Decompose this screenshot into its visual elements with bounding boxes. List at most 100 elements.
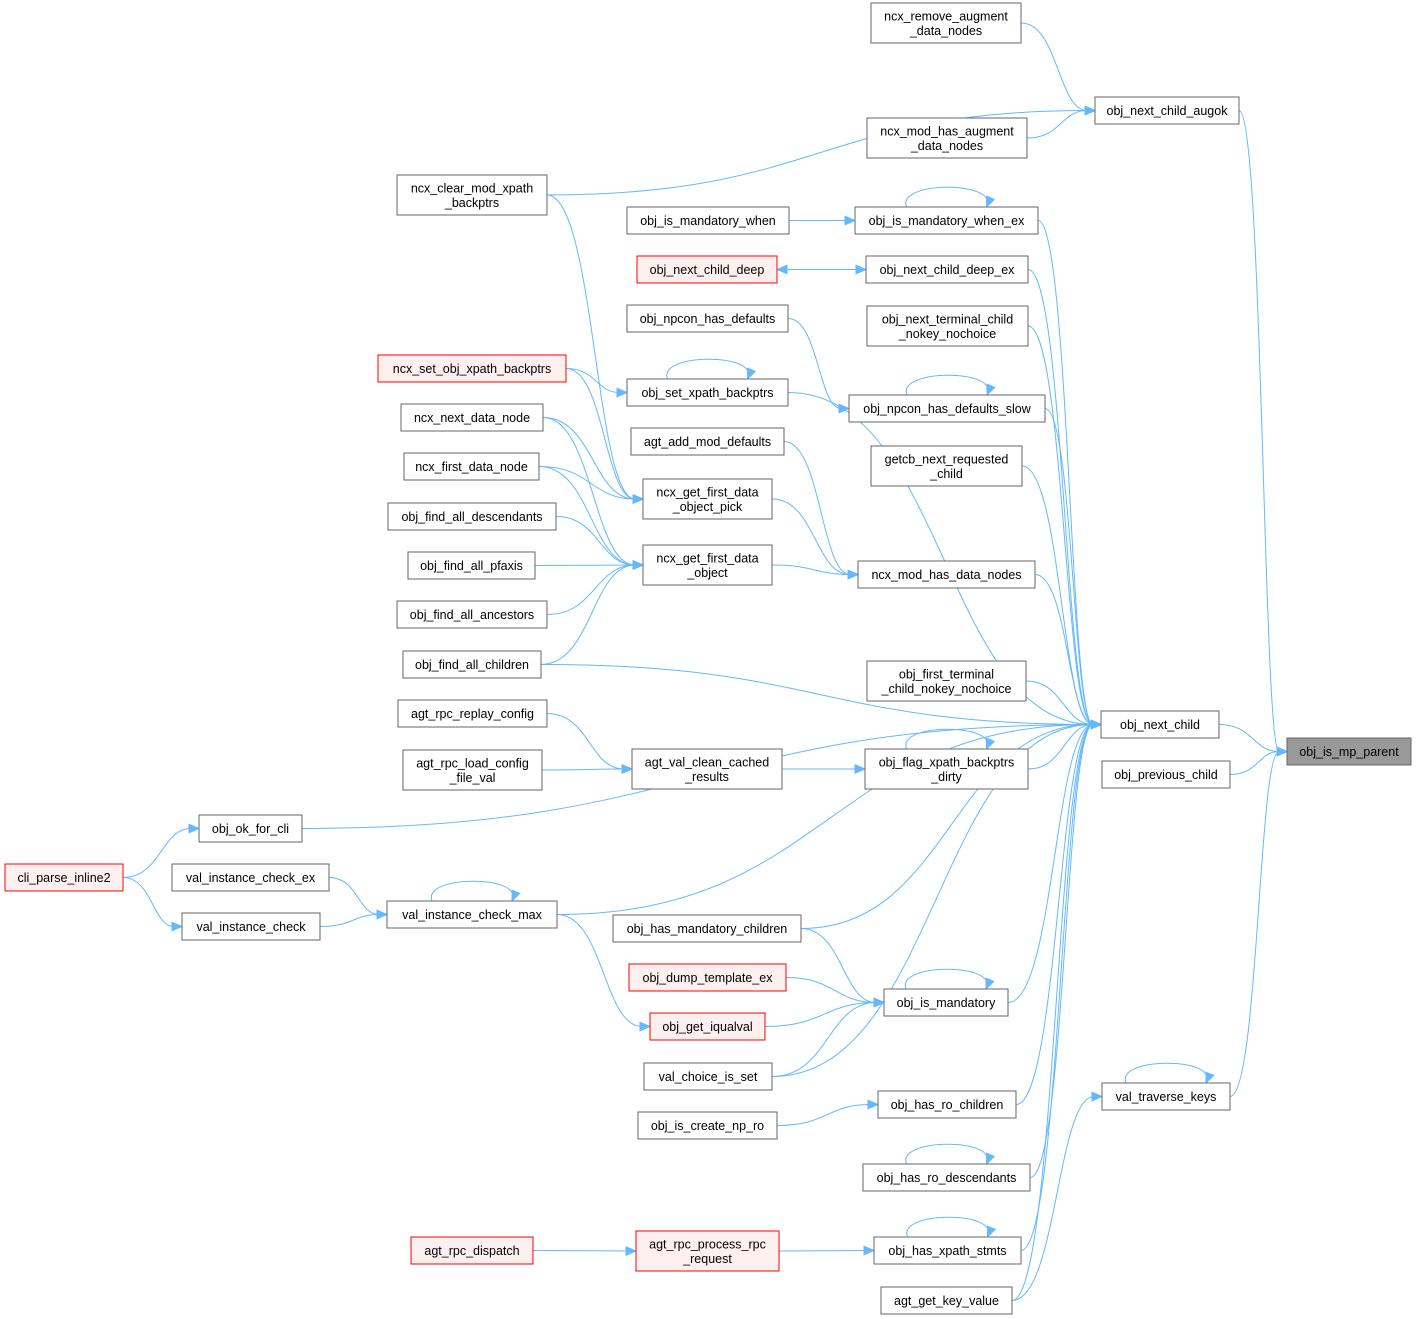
edge-ncx-clear-mod-xpath-backptrs-to-ncx-get-first-data-object-pick	[546, 194, 645, 504]
node-ncx-get-first-data-object-pick[interactable]: ncx_get_first_data_object_pick	[642, 478, 773, 520]
node-ncx-mod-has-data-nodes[interactable]: ncx_mod_has_data_nodes	[857, 560, 1036, 589]
node-obj-has-ro-descendants[interactable]: obj_has_ro_descendants	[862, 1163, 1031, 1192]
node-val-instance-check-ex[interactable]: val_instance_check_ex	[171, 863, 330, 892]
node-obj-next-child-deep-ex[interactable]: obj_next_child_deep_ex	[865, 255, 1029, 284]
node-obj-dump-template-ex[interactable]: obj_dump_template_ex	[628, 963, 787, 992]
edge-arrowhead	[1276, 746, 1289, 757]
edge-val-instance-check-max-to-val-instance-check-max	[431, 880, 521, 903]
node-obj-get-iqualval[interactable]: obj_get_iqualval	[649, 1012, 766, 1041]
edge-ncx-remove-augment-data-nodes-to-obj-next-child-augok	[1020, 22, 1097, 116]
node-getcb-next-requested-child[interactable]: getcb_next_requested_child	[870, 445, 1023, 487]
node-obj-npcon-has-defaults-slow[interactable]: obj_npcon_has_defaults_slow	[848, 394, 1046, 423]
node-obj-next-child-augok[interactable]: obj_next_child_augok	[1094, 96, 1240, 125]
edge-line	[1229, 751, 1280, 1097]
node-agt-rpc-dispatch[interactable]: agt_rpc_dispatch	[410, 1236, 534, 1265]
node-agt-add-mod-defaults[interactable]: agt_add_mod_defaults	[630, 427, 785, 456]
node-obj-set-xpath-backptrs[interactable]: obj_set_xpath_backptrs	[626, 378, 789, 407]
node-cli-parse-inline2[interactable]: cli_parse_inline2	[4, 863, 124, 892]
node-label: _backptrs	[444, 196, 499, 210]
node-agt-rpc-replay-config[interactable]: agt_rpc_replay_config	[397, 699, 548, 728]
node-obj-find-all-pfaxis[interactable]: obj_find_all_pfaxis	[407, 551, 536, 580]
node-ncx-clear-mod-xpath-backptrs[interactable]: ncx_clear_mod_xpath_backptrs	[396, 174, 548, 216]
node-obj-has-mandatory-children[interactable]: obj_has_mandatory_children	[612, 914, 802, 943]
node-obj-previous-child[interactable]: obj_previous_child	[1101, 760, 1231, 789]
edge-ncx-get-first-data-object-to-ncx-mod-has-data-nodes	[771, 564, 860, 580]
edge-obj-find-all-descendants-to-ncx-get-first-data-object	[555, 516, 645, 570]
edge-obj-next-child-augok-to-obj-is-mp-parent	[1238, 110, 1289, 757]
node-ncx-mod-has-augment-data-nodes[interactable]: ncx_mod_has_augment_data_nodes	[866, 117, 1028, 159]
node-obj-is-mandatory-when-ex[interactable]: obj_is_mandatory_when_ex	[854, 206, 1039, 235]
node-agt-rpc-process-rpc-request[interactable]: agt_rpc_process_rpc_request	[635, 1230, 780, 1272]
node-label: obj_find_all_descendants	[401, 510, 542, 524]
edge-arrowhead	[616, 387, 629, 398]
node-box	[877, 1090, 1017, 1119]
node-label: _object	[686, 566, 728, 580]
node-val-instance-check[interactable]: val_instance_check	[181, 912, 321, 941]
node-val-choice-is-set[interactable]: val_choice_is_set	[643, 1062, 773, 1091]
edge-line	[771, 1002, 877, 1077]
node-label: obj_find_all_pfaxis	[420, 559, 523, 573]
edge-arrowhead	[746, 367, 757, 381]
node-obj-is-mp-parent[interactable]: obj_is_mp_parent	[1286, 737, 1412, 766]
node-ncx-next-data-node[interactable]: ncx_next_data_node	[400, 403, 544, 432]
node-agt-val-clean-cached-results[interactable]: agt_val_clean_cached_results	[631, 748, 783, 790]
node-agt-get-key-value[interactable]: agt_get_key_value	[880, 1286, 1013, 1315]
node-obj-find-all-ancestors[interactable]: obj_find_all_ancestors	[396, 600, 548, 629]
node-val-instance-check-max[interactable]: val_instance_check_max	[386, 900, 558, 929]
node-box	[643, 1062, 773, 1091]
node-obj-first-terminal-child-nokey-nochoice[interactable]: obj_first_terminal_child_nokey_nochoice	[866, 660, 1027, 702]
node-obj-has-xpath-stmts[interactable]: obj_has_xpath_stmts	[873, 1236, 1022, 1265]
edge-line	[1037, 220, 1094, 725]
node-obj-has-ro-children[interactable]: obj_has_ro_children	[877, 1090, 1017, 1119]
edge-line	[431, 880, 513, 902]
node-box	[626, 304, 789, 333]
node-box	[1286, 737, 1412, 766]
edge-line	[800, 724, 1094, 929]
edge-obj-next-terminal-child-nokey-nochoice-to-obj-next-child	[1027, 325, 1103, 730]
node-box	[377, 354, 567, 383]
node-box	[631, 748, 783, 790]
node-box	[4, 863, 124, 892]
node-label: obj_ok_for_cli	[212, 822, 289, 836]
edge-line	[666, 358, 749, 380]
node-agt-rpc-load-config-file-val[interactable]: agt_rpc_load_config_file_val	[402, 749, 543, 791]
node-ncx-remove-augment-data-nodes[interactable]: ncx_remove_augment_data_nodes	[870, 2, 1022, 44]
node-obj-npcon-has-defaults[interactable]: obj_npcon_has_defaults	[626, 304, 789, 333]
edge-arrowhead	[621, 764, 634, 774]
node-val-traverse-keys[interactable]: val_traverse_keys	[1101, 1082, 1231, 1111]
edge-line	[540, 664, 1094, 725]
node-obj-ok-for-cli[interactable]: obj_ok_for_cli	[198, 814, 303, 843]
edge-cli-parse-inline2-to-obj-ok-for-cli	[122, 823, 201, 878]
node-box	[866, 117, 1028, 159]
node-obj-next-child-deep[interactable]: obj_next_child_deep	[636, 255, 778, 284]
node-label: _nokey_nochoice	[898, 327, 996, 341]
node-obj-next-terminal-child-nokey-nochoice[interactable]: obj_next_terminal_child_nokey_nochoice	[866, 305, 1029, 347]
node-obj-is-mandatory-when[interactable]: obj_is_mandatory_when	[626, 206, 790, 235]
node-box	[1094, 96, 1240, 125]
node-obj-find-all-children[interactable]: obj_find_all_children	[402, 650, 542, 679]
node-ncx-get-first-data-object[interactable]: ncx_get_first_data_object	[642, 544, 773, 586]
node-obj-is-mandatory[interactable]: obj_is_mandatory	[883, 988, 1009, 1017]
node-obj-flag-xpath-backptrs-dirty[interactable]: obj_flag_xpath_backptrs_dirty	[864, 748, 1029, 790]
edge-line	[905, 186, 988, 208]
edge-line	[122, 828, 192, 878]
edge-arrowhead	[632, 560, 645, 570]
edge-line	[538, 466, 636, 566]
node-box	[1101, 760, 1231, 789]
node-ncx-set-obj-xpath-backptrs[interactable]: ncx_set_obj_xpath_backptrs	[377, 354, 567, 383]
edge-line	[1026, 110, 1088, 139]
node-box	[1101, 1082, 1231, 1111]
edge-line	[787, 318, 842, 409]
edge-line	[556, 914, 643, 1027]
node-obj-find-all-descendants[interactable]: obj_find_all_descendants	[387, 502, 557, 531]
edge-line	[1027, 269, 1094, 725]
node-ncx-first-data-node[interactable]: ncx_first_data_node	[403, 452, 540, 481]
node-obj-is-create-np-ro[interactable]: obj_is_create_np_ro	[637, 1111, 778, 1140]
node-obj-next-child[interactable]: obj_next_child	[1100, 710, 1220, 739]
node-label: agt_get_key_value	[894, 1294, 999, 1308]
node-box	[870, 445, 1023, 487]
edge-obj-next-child-deep-ex-to-obj-next-child-deep	[775, 264, 867, 275]
node-box	[171, 863, 330, 892]
node-box	[873, 1236, 1022, 1265]
edge-line	[538, 466, 636, 500]
